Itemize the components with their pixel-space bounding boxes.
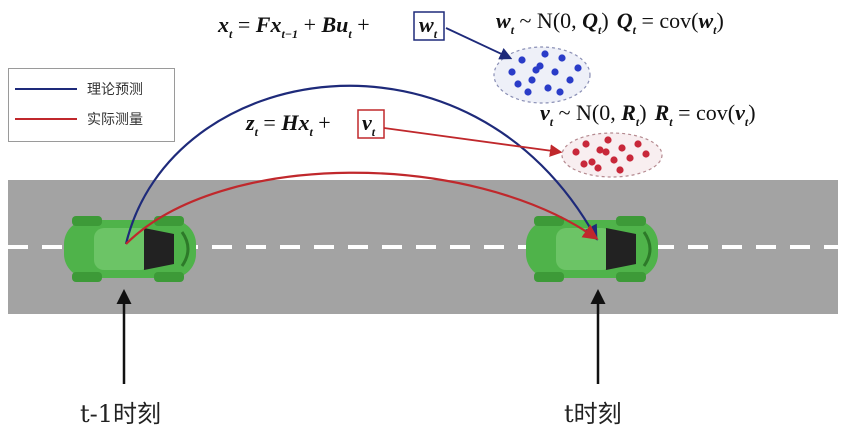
process-noise-dot	[528, 76, 536, 84]
measurement-noise-dot	[618, 144, 626, 152]
prediction-arc	[124, 84, 598, 245]
curr-time-label: t时刻	[564, 400, 622, 428]
measurement-equation: zt = Hxt +	[245, 110, 331, 139]
process-noise-dot	[514, 80, 522, 88]
measurement-noise-dot	[572, 148, 580, 156]
measurement-noise-dot	[582, 140, 590, 148]
process-noise-arrow	[445, 27, 513, 60]
prev-time-label: t-1时刻	[80, 400, 162, 428]
process-noise-cloud	[493, 46, 591, 104]
process-noise-dot	[518, 56, 526, 64]
process-noise-dot	[541, 50, 549, 58]
measurement-noise-term: vt	[362, 110, 376, 139]
legend: 理论预测 实际测量	[8, 68, 175, 142]
process-noise-dot	[558, 54, 566, 62]
legend-item-prediction: 理论预测	[15, 79, 143, 99]
measurement-noise-dot	[610, 156, 618, 164]
legend-label-measurement: 实际测量	[87, 112, 143, 128]
measurement-noise-box	[357, 109, 385, 139]
measurement-noise-arrow	[383, 127, 563, 157]
measurement-noise-cloud	[561, 132, 663, 178]
process-noise-dot	[574, 64, 582, 72]
measurement-noise-dot	[604, 136, 612, 144]
measurement-noise-dot	[596, 146, 604, 154]
process-noise-dot	[551, 68, 559, 76]
measurement-noise-dot	[580, 160, 588, 168]
process-noise-dot	[556, 88, 564, 96]
process-noise-dot	[566, 76, 574, 84]
measurement-noise-distribution: vt ~ N(0, Rt)Rt = cov(vt)	[540, 100, 756, 129]
car-current	[526, 216, 658, 282]
process-noise-distribution: wt ~ N(0, Qt)Qt = cov(wt)	[496, 8, 724, 37]
prediction-line-swatch	[15, 88, 77, 90]
measurement-noise-dot	[616, 166, 624, 174]
process-noise-dot	[524, 88, 532, 96]
process-noise-dot	[532, 66, 540, 74]
legend-label-prediction: 理论预测	[87, 82, 143, 98]
car-previous	[64, 216, 196, 282]
measurement-noise-dot	[588, 158, 596, 166]
process-noise-dot	[544, 84, 552, 92]
process-noise-box	[413, 11, 445, 41]
process-noise-term: wt	[419, 12, 438, 41]
legend-item-measurement: 实际测量	[15, 109, 143, 129]
measurement-noise-dot	[594, 164, 602, 172]
measurement-noise-dot	[642, 150, 650, 158]
state-equation: xt = Fxt−1 + But +	[217, 12, 370, 41]
measurement-noise-dot	[626, 154, 634, 162]
measurement-line-swatch	[15, 118, 77, 120]
measurement-arc	[125, 171, 599, 245]
measurement-noise-dot	[602, 148, 610, 156]
process-noise-dot	[508, 68, 516, 76]
measurement-noise-dot	[634, 140, 642, 148]
